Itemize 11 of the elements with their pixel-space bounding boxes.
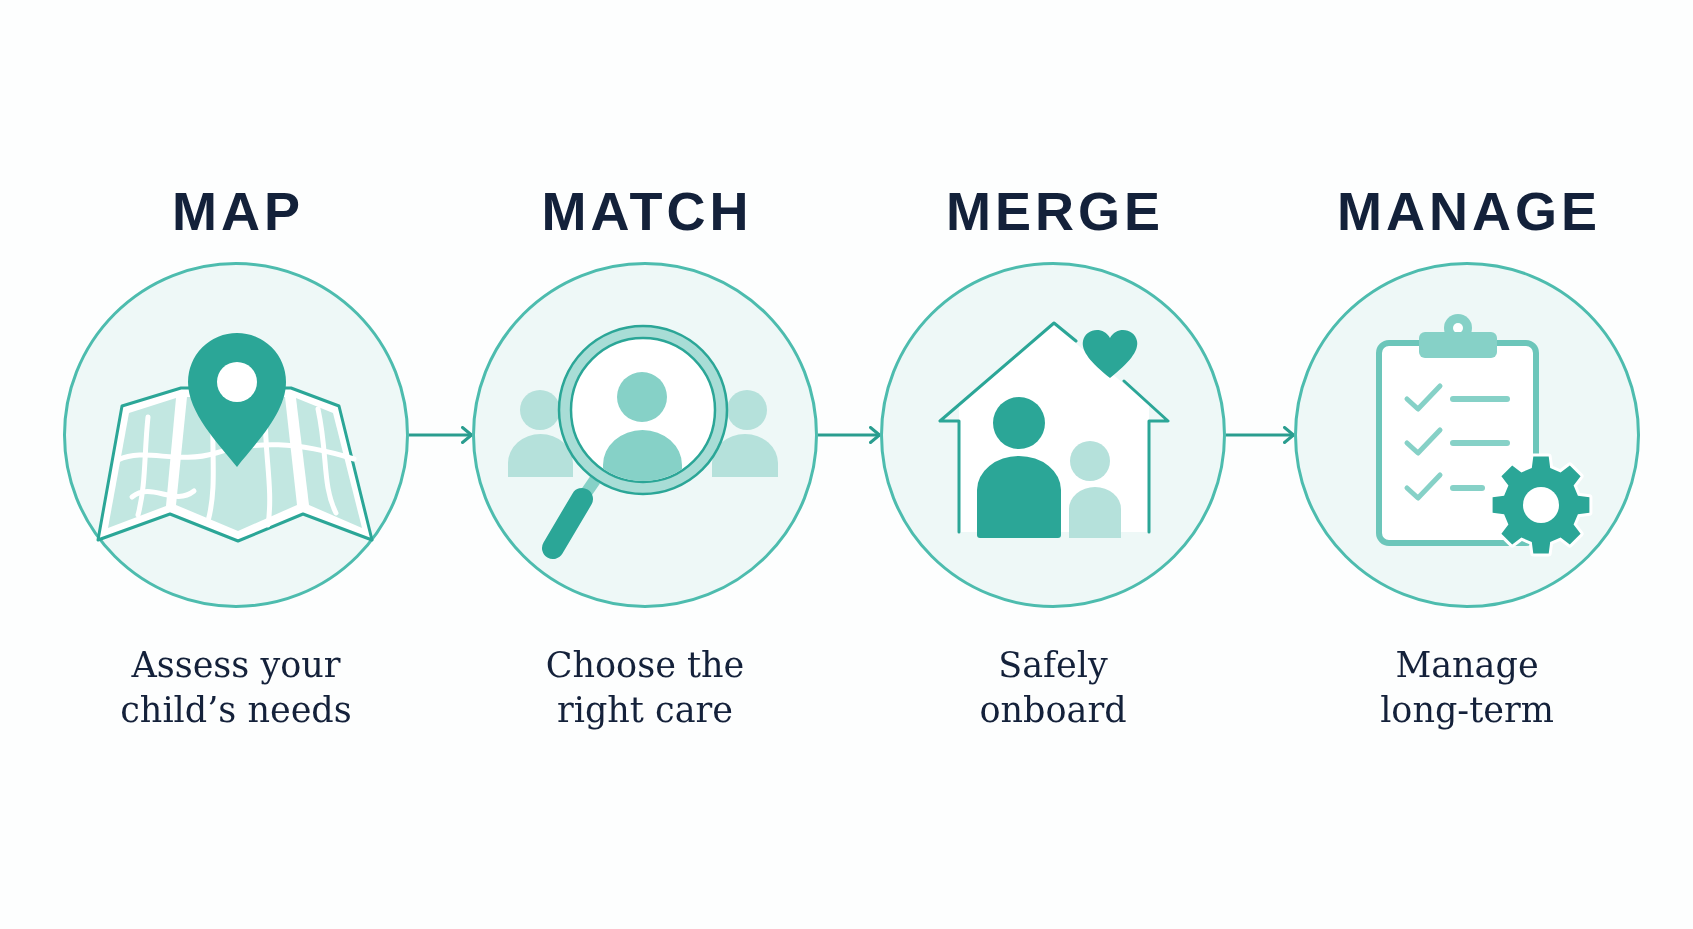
arrow <box>818 426 881 444</box>
step-description: Manage long-term <box>1379 644 1555 732</box>
step-title: MANAGE <box>1336 184 1601 238</box>
step-title: MERGE <box>945 184 1164 238</box>
step-title: MAP <box>171 184 304 238</box>
step-title: MATCH <box>540 184 753 238</box>
step-description: Assess your child’s needs <box>119 644 353 732</box>
arrow <box>1226 426 1295 444</box>
step-description: Choose the right care <box>544 644 746 732</box>
step-description: Safely onboard <box>978 644 1128 732</box>
arrow <box>409 426 473 444</box>
